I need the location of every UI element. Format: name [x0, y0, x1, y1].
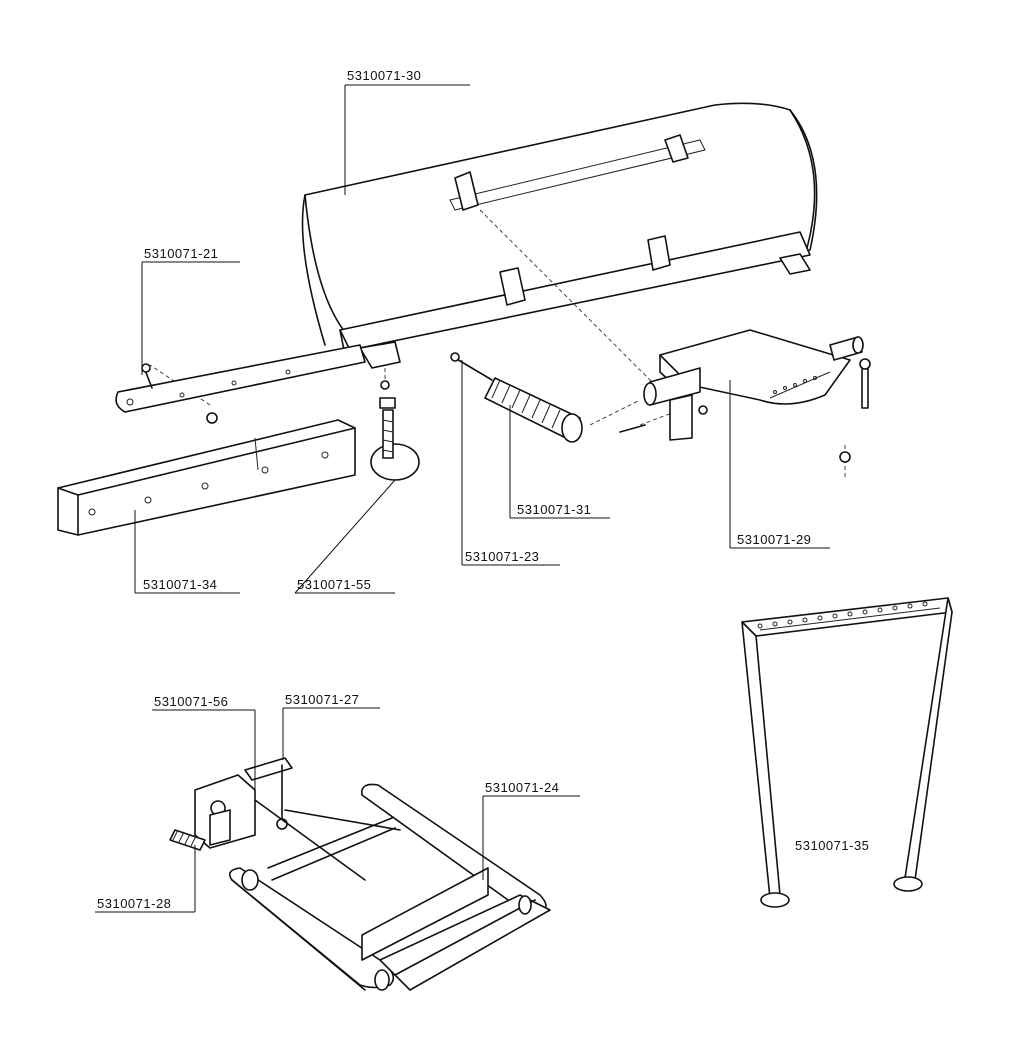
label-5310071-34: 5310071-34: [143, 577, 217, 592]
label-5310071-29: 5310071-29: [737, 532, 811, 547]
label-5310071-30: 5310071-30: [347, 68, 421, 83]
wear-bar: [115, 344, 366, 424]
label-5310071-27: 5310071-27: [285, 692, 359, 707]
label-5310071-55: 5310071-55: [297, 577, 371, 592]
label-5310071-35: 5310071-35: [795, 838, 869, 853]
skid-shoe: [370, 380, 420, 481]
mount-plate: [619, 329, 871, 463]
u-frame: [741, 597, 953, 908]
skid-beam: [57, 419, 356, 536]
label-5310071-56: 5310071-56: [154, 694, 228, 709]
label-5310071-24: 5310071-24: [485, 780, 559, 795]
spring: [450, 352, 583, 443]
plow-blade: [301, 102, 818, 369]
label-5310071-31: 5310071-31: [517, 502, 591, 517]
label-5310071-28: 5310071-28: [97, 896, 171, 911]
leader-lines: [95, 84, 830, 913]
hitch-frame: [169, 757, 551, 991]
label-5310071-21: 5310071-21: [144, 246, 218, 261]
label-5310071-23: 5310071-23: [465, 549, 539, 564]
